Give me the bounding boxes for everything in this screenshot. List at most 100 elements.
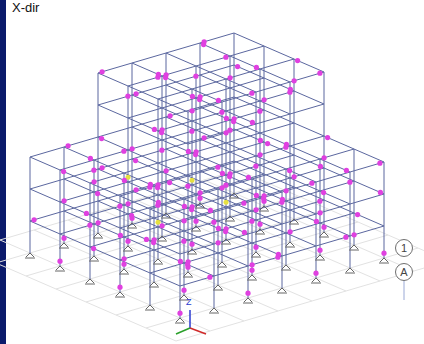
hinge-dot [202, 135, 207, 140]
column-line [290, 82, 291, 242]
hinge-dot [280, 197, 285, 202]
hinge-dot [317, 71, 322, 76]
hinge-dot [177, 311, 182, 316]
beam-line [294, 123, 324, 136]
hinge-dot [378, 190, 383, 195]
hinge-dot [295, 58, 300, 63]
fixed-support-symbol [379, 258, 389, 263]
fixed-support-symbol [281, 265, 291, 270]
column-line [162, 76, 163, 236]
beam-line [218, 211, 252, 221]
axis-label: Z [186, 298, 192, 307]
column-line [214, 212, 215, 308]
hinge-dot [130, 146, 135, 151]
beam-line [98, 105, 128, 118]
fixed-support-symbol [127, 223, 137, 228]
fixed-support-symbol [93, 233, 103, 238]
hinge-dot [61, 169, 66, 174]
hinge-dot [186, 149, 191, 154]
fixed-support-symbol [229, 193, 239, 198]
ground-grid-line [0, 170, 238, 250]
beam-line [132, 53, 166, 63]
fixed-support-symbol [243, 298, 253, 303]
fixed-support-symbol [175, 318, 185, 323]
hinge-dot [125, 239, 130, 244]
column-line [120, 196, 121, 292]
beam-line [256, 114, 290, 124]
column-line [354, 149, 355, 245]
hinge-dot [122, 178, 127, 183]
ground-grid-line [0, 183, 268, 263]
hinge-dot [159, 130, 164, 135]
beam-line [222, 156, 256, 166]
hinge-dot [62, 198, 67, 203]
fixed-support-symbol [85, 279, 95, 284]
fixed-support-symbol [289, 219, 299, 224]
beam-line [60, 234, 90, 247]
hinge-dot [253, 164, 258, 169]
hinge-dot [117, 285, 122, 290]
grid-bubble: A [395, 263, 413, 281]
fixed-support-symbol [315, 255, 325, 260]
hinge-dot [288, 229, 293, 234]
beam-line [252, 169, 286, 179]
hinge-dot [185, 265, 190, 270]
column-line [154, 186, 155, 282]
fixed-support-symbol [345, 268, 355, 273]
hinge-dot [223, 229, 228, 234]
fixed-support-symbol [277, 288, 287, 293]
hinge-dot [249, 219, 254, 224]
fixed-support-symbol [209, 308, 219, 313]
fixed-support-symbol [183, 272, 193, 277]
fixed-support-symbol [115, 292, 125, 297]
hinge-dot [193, 152, 198, 157]
hinge-dot [84, 211, 89, 216]
column-line [222, 102, 223, 262]
hinge-dot [208, 208, 213, 213]
beam-line [158, 153, 192, 163]
fixed-support-symbol [25, 253, 35, 258]
hinge-dot [190, 94, 195, 99]
hinge-dot [61, 236, 66, 241]
hinge-dot [235, 64, 240, 69]
beam-line [30, 147, 64, 157]
column-line [30, 157, 31, 253]
beam-line [290, 104, 324, 114]
fixed-support-symbol [217, 262, 227, 267]
hinge-dot [347, 180, 352, 185]
beam-line [166, 53, 196, 66]
hinge-dot [125, 94, 130, 99]
axis-z-line [189, 310, 191, 328]
hinge-dot [381, 251, 386, 256]
fixed-support-symbol [247, 275, 257, 280]
beam-line [98, 127, 132, 137]
beam-line [350, 194, 384, 204]
hinge-dot [148, 182, 153, 187]
hinge-dot [160, 223, 165, 228]
fixed-support-symbol [349, 245, 359, 250]
beam-line [158, 89, 192, 99]
hinge-dot [317, 248, 322, 253]
hinge-dot [211, 220, 216, 225]
hinge-dot [321, 225, 326, 230]
column-line [196, 66, 197, 226]
beam-line [256, 82, 290, 92]
beam-line [124, 163, 158, 173]
hinge-dot [220, 185, 225, 190]
beam-line [354, 181, 384, 194]
column-line [264, 46, 265, 206]
fixed-support-symbol [59, 243, 69, 248]
axis-y-line [176, 328, 190, 334]
hinge-dot [121, 262, 126, 267]
hinge-dot [189, 129, 194, 134]
beam-line [60, 160, 94, 170]
hinge-dot [249, 91, 254, 96]
hinge-dot [313, 271, 318, 276]
beam-line [120, 260, 150, 273]
beam-line [120, 218, 154, 228]
fixed-support-symbol [225, 216, 235, 221]
column-line [218, 189, 219, 285]
hinge-dot [207, 275, 212, 280]
hinge-dot [181, 288, 186, 293]
hinge-dot [117, 204, 122, 209]
